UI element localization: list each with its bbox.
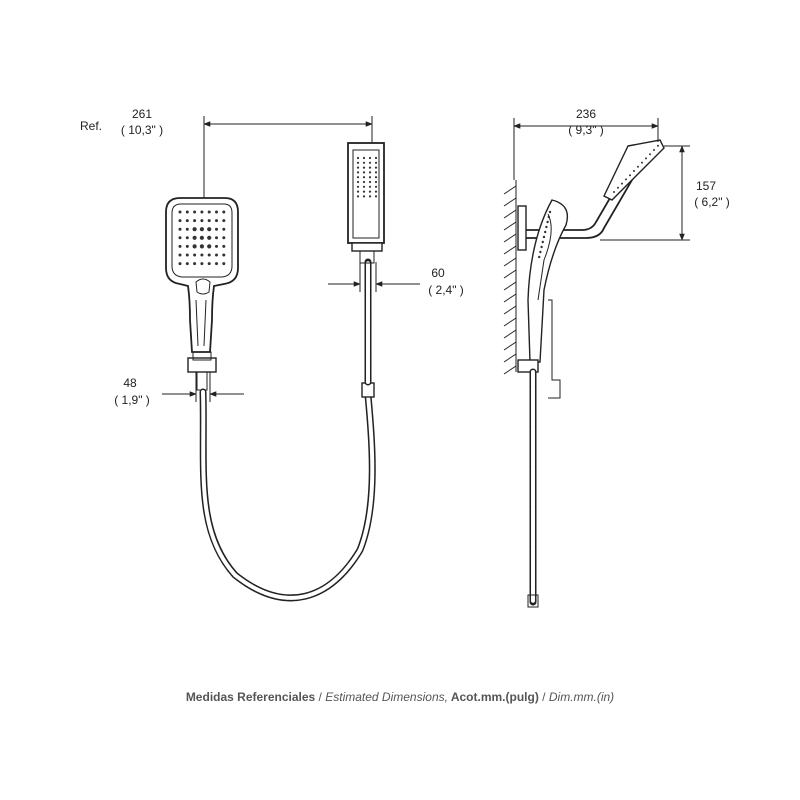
side-depth-mm: 236 (576, 107, 596, 121)
wall-hatching (503, 185, 517, 375)
caption-dim: Dim.mm.(in) (548, 690, 615, 704)
holder-width-mm: 48 (123, 376, 137, 390)
side-view (503, 139, 665, 608)
dim-side-depth: 236 ( 9,3" ) (513, 107, 659, 180)
caption-sep-2: / (538, 690, 549, 704)
caption: Medidas Referenciales / Estimated Dimens… (0, 690, 800, 704)
caption-es-bold: Medidas Referenciales (185, 690, 316, 704)
arm-height-mm: 157 (696, 179, 716, 193)
hose-front (199, 258, 376, 602)
total-width-mm: 261 (132, 107, 152, 121)
total-width-in: ( 10,3" ) (121, 123, 163, 137)
caption-sep-1: / (315, 690, 326, 704)
dim-total-width: Ref. 261 ( 10,3" ) (80, 107, 373, 198)
caption-acot: Acot.mm.(pulg) (447, 690, 539, 704)
nozzle-grid (178, 210, 226, 266)
caption-en: Estimated Dimensions, (325, 690, 448, 704)
dim-holder-width: 48 ( 1,9" ) (114, 372, 244, 407)
dim-bracket-width: 60 ( 2,4" ) (328, 262, 464, 297)
hand-shower-nozzles-side (538, 210, 552, 259)
spray-face-dots (356, 156, 378, 198)
holder-width-in: ( 1,9" ) (114, 393, 150, 407)
hand-shower-front-view (165, 197, 239, 391)
overhead-shower-front-view (347, 142, 385, 264)
ref-label: Ref. (80, 119, 102, 133)
side-depth-in: ( 9,3" ) (568, 123, 604, 137)
arm-height-in: ( 6,2" ) (694, 195, 730, 209)
overhead-nozzles-side (613, 144, 659, 193)
dim-arm-height: 157 ( 6,2" ) (600, 145, 730, 241)
bracket-width-in: ( 2,4" ) (428, 283, 464, 297)
bracket-width-mm: 60 (431, 266, 445, 280)
